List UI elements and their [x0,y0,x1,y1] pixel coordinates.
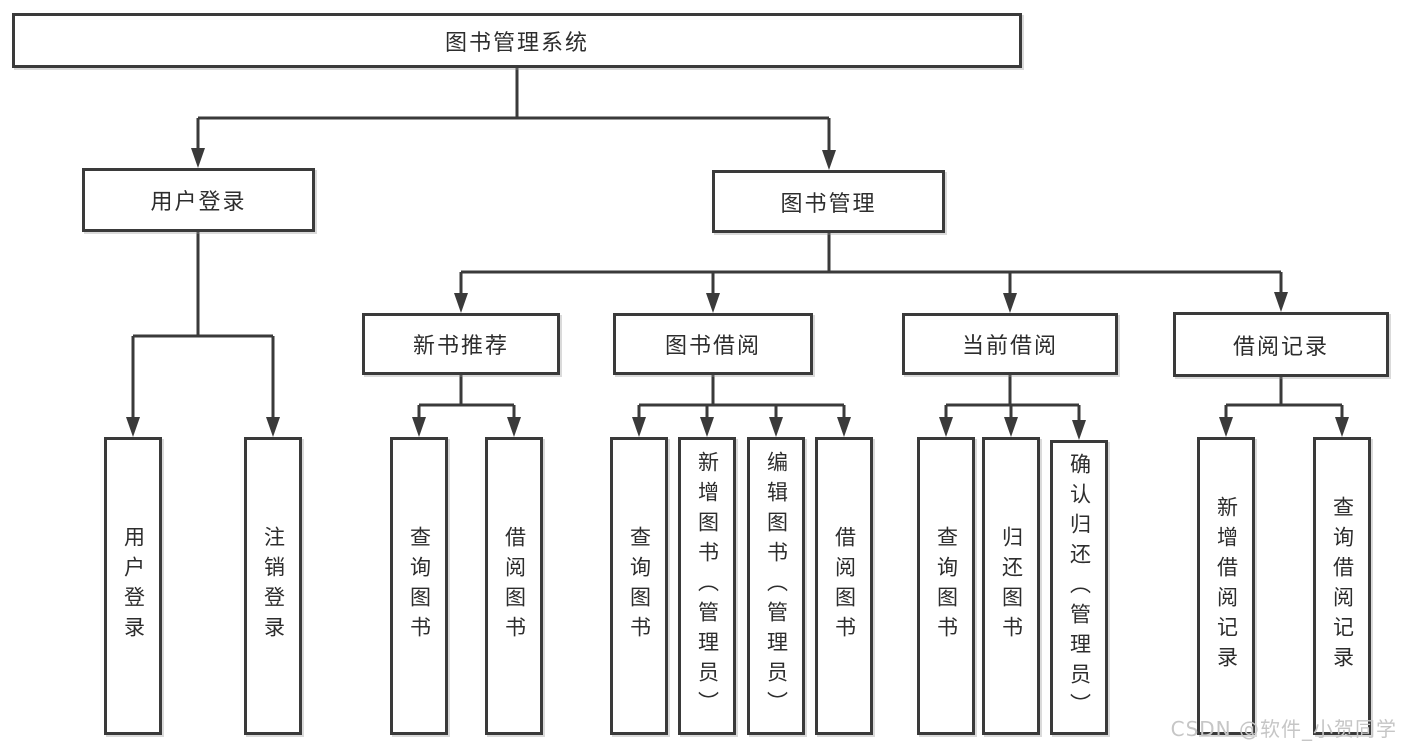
node-label: 当前借阅 [961,334,1058,359]
leaf-user-login: 用户登录 [104,437,162,735]
arrow-down-icon [706,293,720,313]
connector-currentborrow-to-children [944,375,1081,424]
node-label: 用户登录 [121,526,146,646]
arrow-down-icon [1274,292,1288,312]
leaf-borrow-books-rec: 借阅图书 [485,437,543,735]
leaf-query-books-rec: 查询图书 [390,437,448,735]
arrow-down-icon [1004,417,1018,437]
arrow-down-icon [412,417,426,437]
arrow-down-icon [769,417,783,437]
leaf-edit-books-admin: 编辑图书（管理员） [747,437,805,735]
arrow-down-icon [191,148,205,168]
csdn-watermark: CSDN @软件_小贺同学 [1170,717,1397,741]
node-label: 图书管理 [780,191,877,217]
node-label: 图书管理系统 [444,30,589,56]
arrow-down-icon [1219,417,1233,437]
arrow-down-icon [822,150,836,170]
node-book-management: 图书管理 [712,170,945,233]
node-label: 查询借阅记录 [1330,496,1355,676]
node-label: 注销登录 [261,526,286,646]
node-book-borrowing: 图书借阅 [613,313,813,375]
arrow-down-icon [266,417,280,437]
connector-bookmgmt-to-level3 [459,233,1283,297]
node-label: 新书推荐 [412,334,509,359]
node-label: 用户登录 [150,190,247,215]
node-library-management-system: 图书管理系统 [12,13,1022,68]
connector-newbookrec-to-children [417,375,516,421]
node-label: 图书借阅 [664,334,761,359]
arrow-down-icon [1335,417,1349,437]
arrow-down-icon [700,417,714,437]
connector-bookborrow-to-children [637,375,846,421]
node-label: 新增图书（管理员） [695,451,720,721]
leaf-query-books-current: 查询图书 [917,437,975,735]
node-label: 编辑图书（管理员） [764,451,789,721]
arrow-down-icon [454,293,468,313]
leaf-return-books: 归还图书 [982,437,1040,735]
arrow-down-icon [632,417,646,437]
node-label: 查询图书 [627,526,652,646]
node-current-borrowing: 当前借阅 [902,313,1118,375]
node-label: 查询图书 [934,526,959,646]
leaf-logout: 注销登录 [244,437,302,735]
node-label: 确认归还（管理员） [1067,452,1092,723]
node-label: 借阅记录 [1232,334,1329,360]
node-borrowing-records: 借阅记录 [1173,312,1389,377]
node-label: 新增借阅记录 [1214,496,1239,676]
leaf-query-borrow-record: 查询借阅记录 [1313,437,1371,735]
connector-borrowrecords-to-children [1224,377,1344,421]
node-label: 借阅图书 [502,526,527,646]
arrowheads [126,148,1349,440]
leaf-query-books-borrow: 查询图书 [610,437,668,735]
node-user-login: 用户登录 [82,168,315,232]
arrow-down-icon [939,417,953,437]
node-label: 归还图书 [999,526,1024,646]
leaf-add-books-admin: 新增图书（管理员） [678,437,736,735]
leaf-confirm-return-admin: 确认归还（管理员） [1050,440,1108,735]
connector-userlogin-to-children [131,232,275,421]
node-label: 查询图书 [407,526,432,646]
arrow-down-icon [1003,293,1017,313]
leaf-borrow-books: 借阅图书 [815,437,873,735]
connector-root-to-level2 [196,68,831,154]
arrow-down-icon [1072,420,1086,440]
arrow-down-icon [126,417,140,437]
node-label: 借阅图书 [832,526,857,646]
leaf-add-borrow-record: 新增借阅记录 [1197,437,1255,735]
arrow-down-icon [507,417,521,437]
node-new-book-recommendation: 新书推荐 [362,313,560,375]
arrow-down-icon [837,417,851,437]
